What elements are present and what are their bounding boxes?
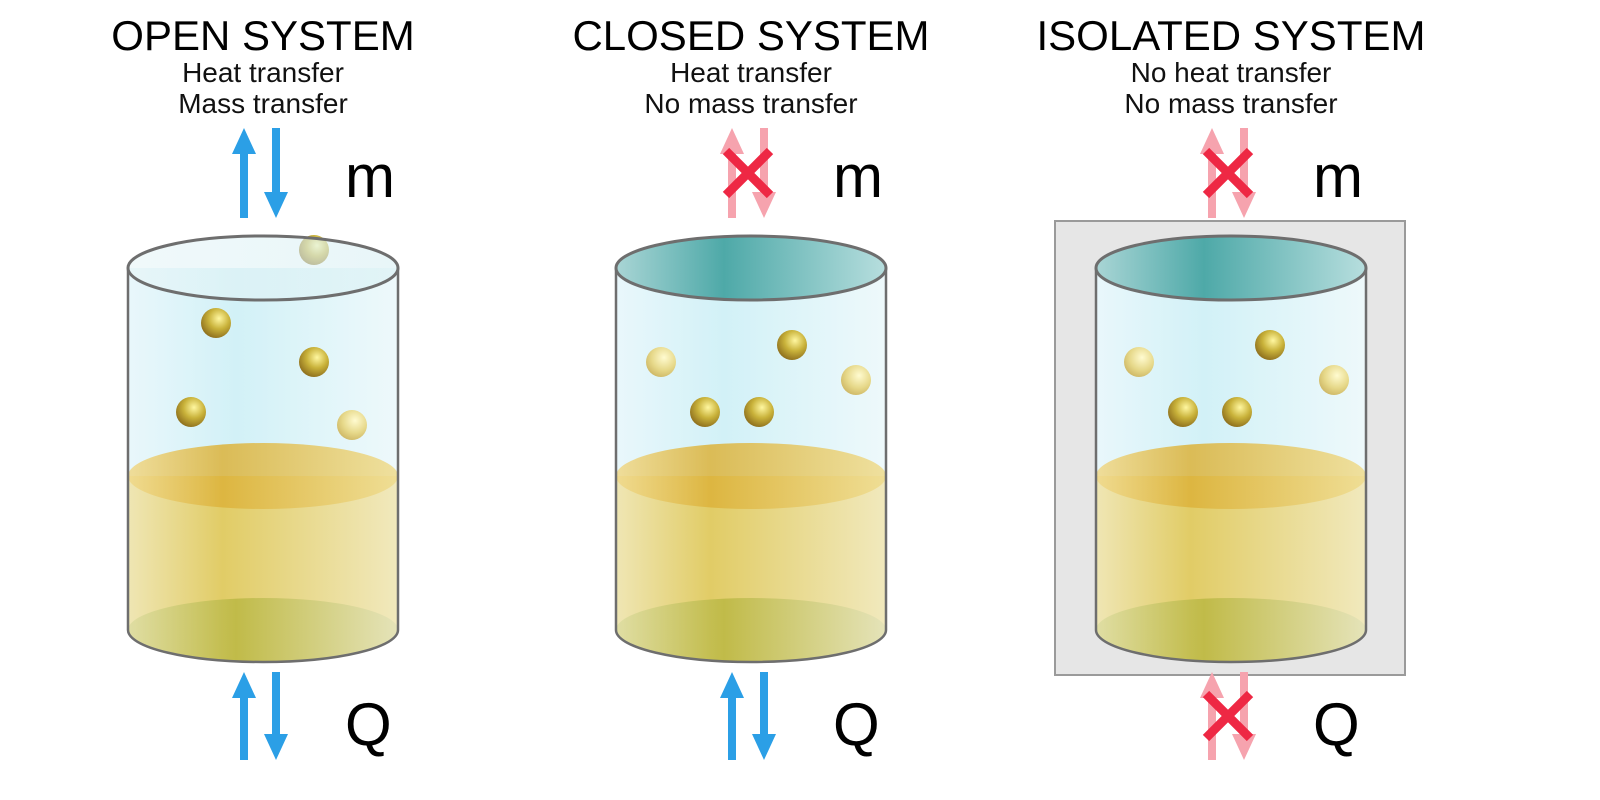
up-arrow-icon xyxy=(232,128,256,218)
up-arrow-icon xyxy=(1200,128,1224,218)
up-arrow-icon xyxy=(720,672,744,760)
particle xyxy=(299,347,329,377)
system-title: OPEN SYSTEM xyxy=(111,12,414,59)
system-title: ISOLATED SYSTEM xyxy=(1037,12,1426,59)
transfer-description: No heat transfer xyxy=(1131,57,1332,88)
blocked-cross-icon xyxy=(1202,147,1254,199)
heat-transfer-arrows xyxy=(720,672,776,760)
particle xyxy=(201,308,231,338)
container-cylinder xyxy=(1094,234,1368,664)
heat-transfer-arrows xyxy=(232,672,288,760)
up-arrow-icon xyxy=(232,672,256,760)
particle xyxy=(744,397,774,427)
up-arrow-icon xyxy=(1200,672,1224,760)
particle xyxy=(1255,330,1285,360)
down-arrow-icon xyxy=(264,672,288,760)
system-title: CLOSED SYSTEM xyxy=(572,12,929,59)
down-arrow-icon xyxy=(1232,672,1256,760)
mass-symbol: m xyxy=(345,143,395,210)
liquid xyxy=(128,443,398,662)
container-opening xyxy=(126,234,400,302)
heat-symbol: Q xyxy=(833,691,880,758)
particle xyxy=(176,397,206,427)
particle xyxy=(337,410,367,440)
down-arrow-icon xyxy=(752,672,776,760)
mass-transfer-arrows xyxy=(1200,128,1256,218)
mass-transfer-arrows xyxy=(720,128,776,218)
transfer-description: Heat transfer xyxy=(182,57,344,88)
mass-symbol: m xyxy=(1313,143,1363,210)
container-cylinder xyxy=(126,234,400,664)
blocked-cross-icon xyxy=(1202,690,1254,742)
down-arrow-icon xyxy=(752,128,776,218)
container-lid xyxy=(1094,234,1368,302)
transfer-description: Mass transfer xyxy=(178,88,348,119)
liquid xyxy=(1096,443,1366,662)
container-lid xyxy=(614,234,888,302)
particle xyxy=(841,365,871,395)
heat-symbol: Q xyxy=(1313,691,1360,758)
mass-transfer-arrows xyxy=(232,128,288,218)
transfer-description: No mass transfer xyxy=(1124,88,1337,119)
down-arrow-icon xyxy=(1232,128,1256,218)
particle xyxy=(777,330,807,360)
particle xyxy=(1222,397,1252,427)
transfer-description: Heat transfer xyxy=(670,57,832,88)
container-cylinder xyxy=(614,234,888,664)
particle xyxy=(1168,397,1198,427)
up-arrow-icon xyxy=(720,128,744,218)
liquid xyxy=(616,443,886,662)
transfer-description: No mass transfer xyxy=(644,88,857,119)
blocked-cross-icon xyxy=(722,147,774,199)
particle xyxy=(690,397,720,427)
particle xyxy=(646,347,676,377)
mass-symbol: m xyxy=(833,143,883,210)
particle xyxy=(1319,365,1349,395)
particle xyxy=(1124,347,1154,377)
down-arrow-icon xyxy=(264,128,288,218)
heat-symbol: Q xyxy=(345,691,392,758)
heat-transfer-arrows xyxy=(1200,672,1256,760)
